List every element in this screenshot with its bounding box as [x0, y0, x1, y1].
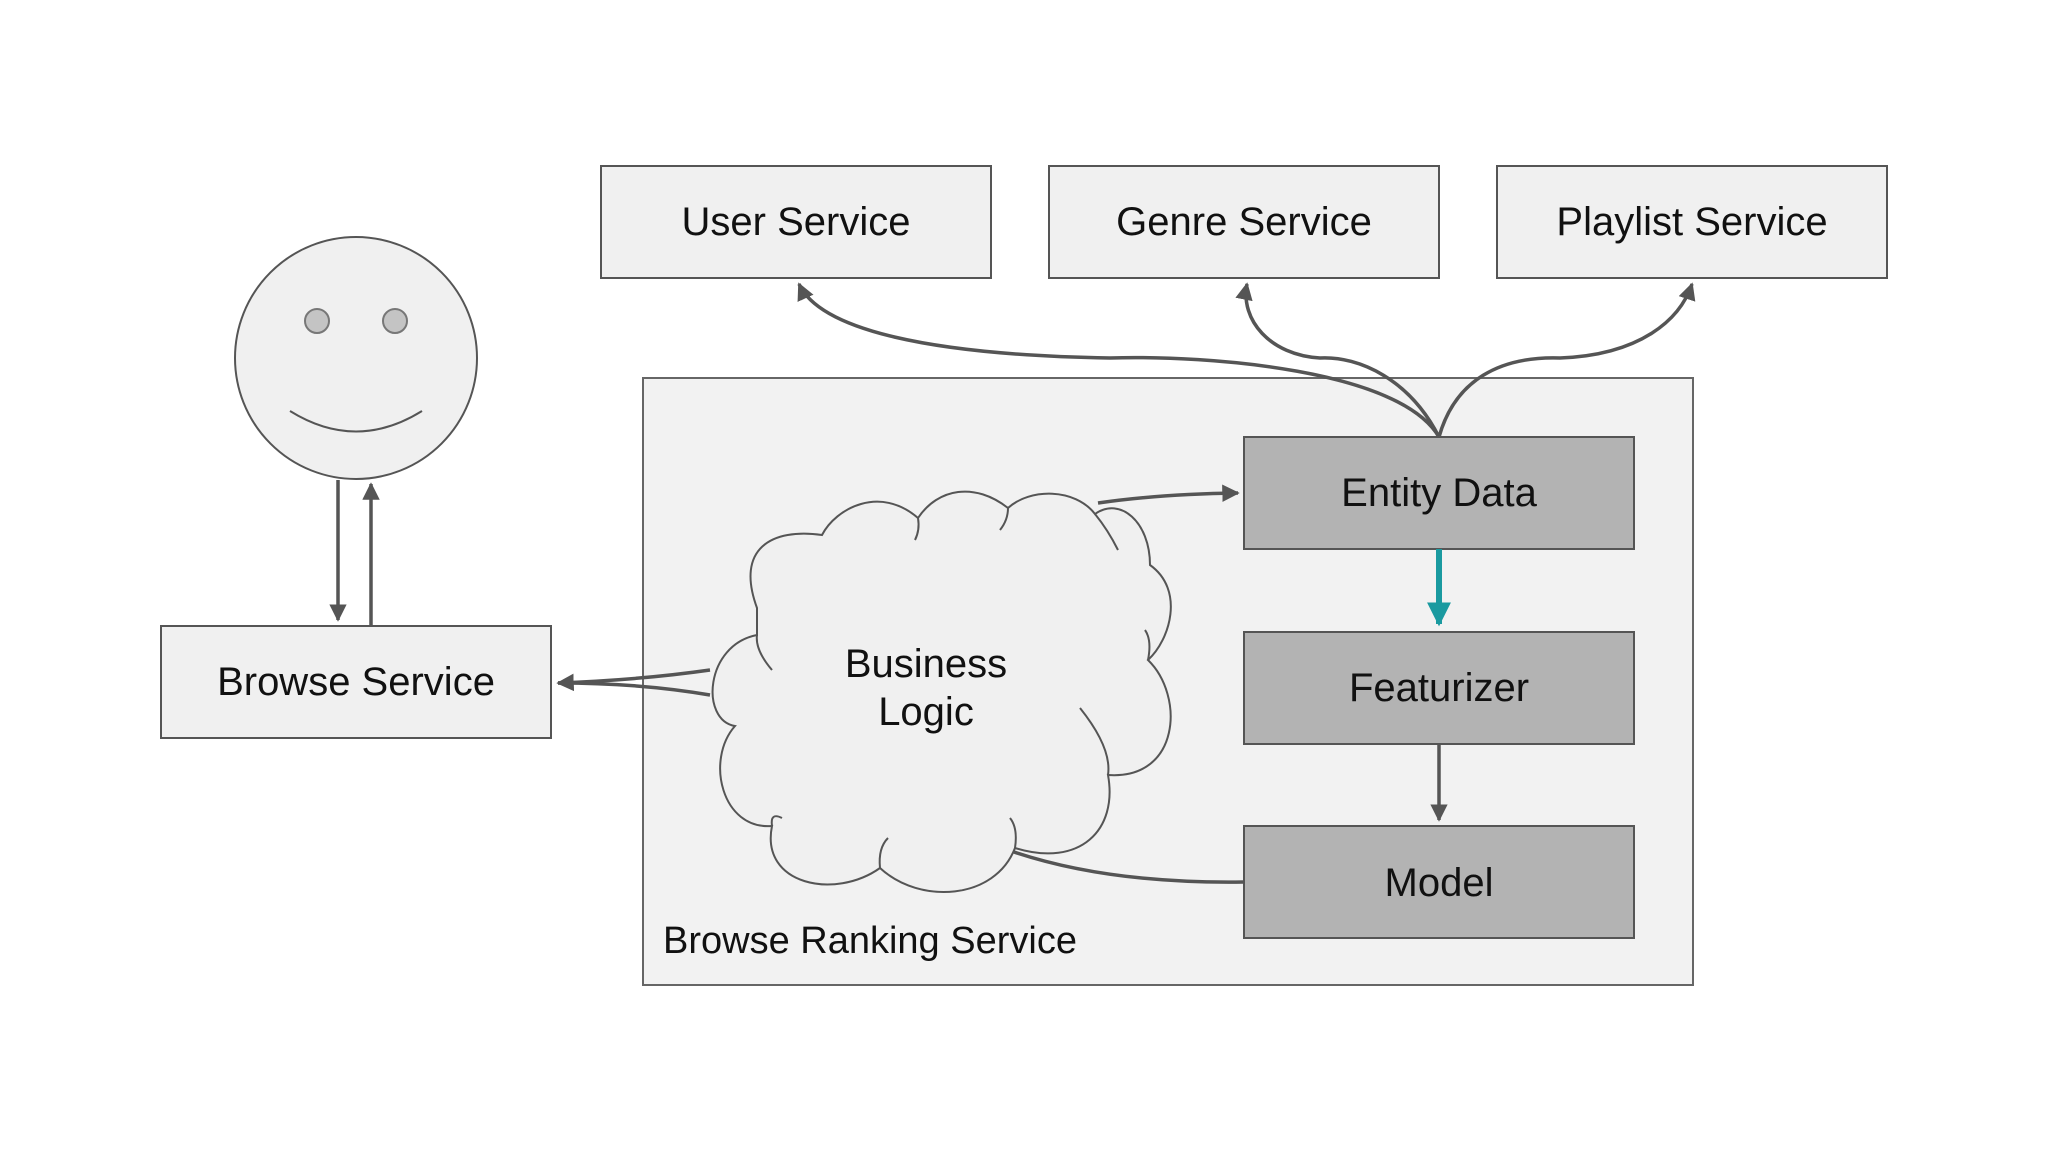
right-eye: [382, 308, 408, 334]
genre-service-node: Genre Service: [1048, 165, 1440, 279]
business-logic-label-line2: Logic: [878, 690, 974, 734]
user-service-label: User Service: [682, 200, 911, 244]
featurizer-label: Featurizer: [1349, 666, 1529, 710]
user-service-node: User Service: [600, 165, 992, 279]
browse-service-label: Browse Service: [217, 660, 495, 704]
left-eye: [304, 308, 330, 334]
arrow-business-logic-to-entity-data: [1097, 484, 1240, 505]
browse-service-node: Browse Service: [160, 625, 552, 739]
business-logic-label-line1: Business: [845, 642, 1007, 686]
user-smiley-icon: [234, 236, 478, 480]
entity-data-node: Entity Data: [1243, 436, 1635, 550]
model-label: Model: [1385, 861, 1494, 905]
entity-data-label: Entity Data: [1341, 471, 1537, 515]
genre-service-label: Genre Service: [1116, 200, 1372, 244]
smile: [289, 410, 423, 433]
playlist-service-node: Playlist Service: [1496, 165, 1888, 279]
model-node: Model: [1243, 825, 1635, 939]
arrow-entity-data-to-user-service: [797, 282, 1441, 438]
business-logic-cloud: Business Logic: [711, 490, 1172, 894]
browse-ranking-service-label: Browse Ranking Service: [663, 920, 1077, 962]
arrow-entity-data-to-genre-service: [1235, 282, 1441, 438]
playlist-service-label: Playlist Service: [1556, 200, 1827, 244]
arrow-business-logic-to-browse-service-lower: [557, 681, 711, 697]
featurizer-node: Featurizer: [1243, 631, 1635, 745]
arrow-entity-data-to-playlist-service: [1437, 282, 1696, 438]
connector-model-to-business-logic: [1013, 850, 1245, 884]
